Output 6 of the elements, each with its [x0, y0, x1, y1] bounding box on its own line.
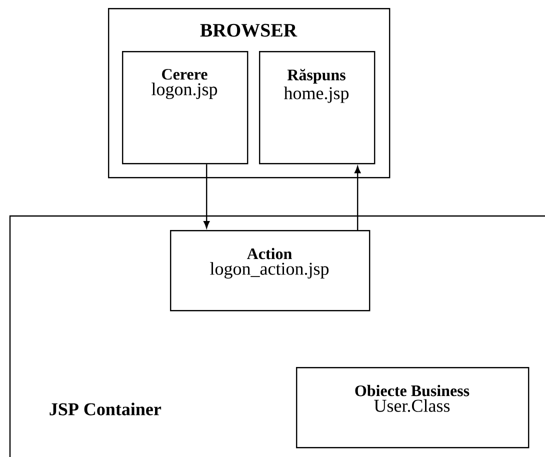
- arrow: [204, 164, 210, 228]
- arrow: [354, 166, 361, 230]
- response-box: Răspuns home.jsp: [259, 51, 376, 164]
- request-box: Cerere logon.jsp: [122, 51, 248, 164]
- business-objects-box: Obiecte Business User.Class: [296, 367, 530, 448]
- action-box: Action logon_action.jsp: [170, 230, 370, 312]
